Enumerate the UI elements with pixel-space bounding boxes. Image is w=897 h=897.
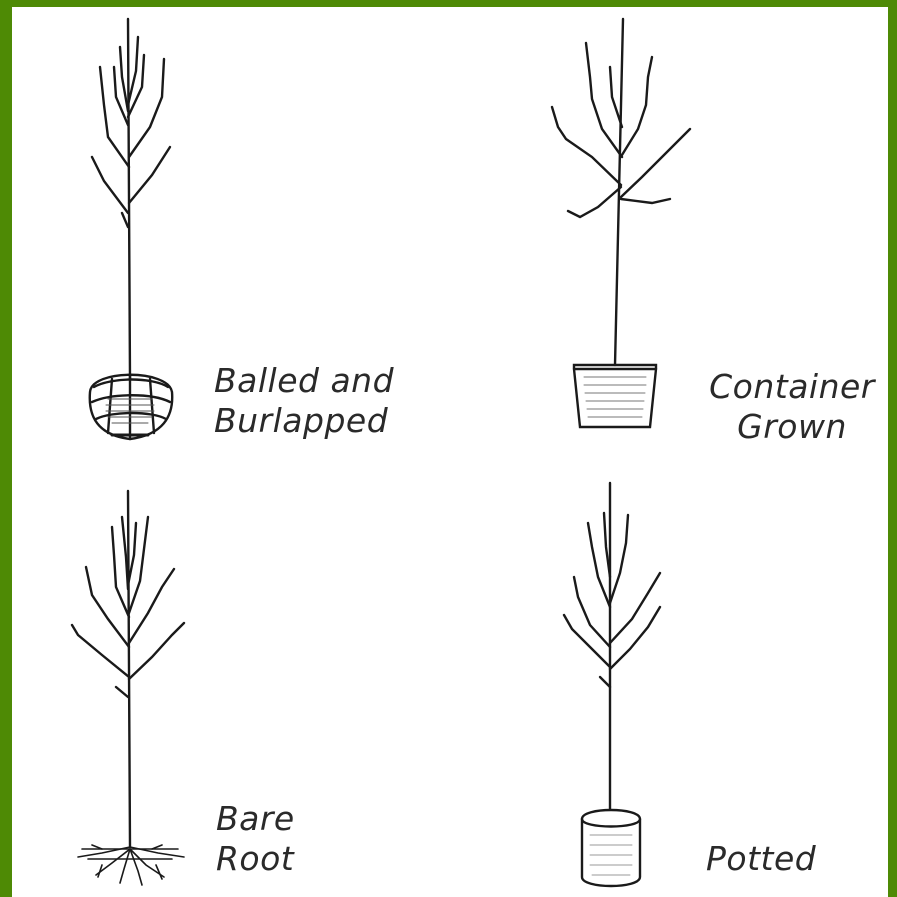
potted-label-text: Potted [706, 839, 816, 879]
bare-label-line1: Bare [216, 799, 295, 839]
bare-root-tree [72, 491, 184, 847]
burlap-root-ball [90, 375, 172, 439]
potted-tree [564, 483, 660, 809]
tree-drawings [12, 7, 888, 897]
potted-soil-stipple [590, 835, 632, 875]
bare-roots [78, 845, 184, 885]
container-label-line2: Grown [702, 407, 882, 447]
container-soil-stipple [584, 377, 646, 417]
container-pot [574, 365, 656, 427]
potted-label: Potted [706, 839, 816, 879]
diagram-panel: Balled and Burlapped Container Grown Bar… [12, 7, 888, 897]
container-grown-tree [552, 19, 690, 365]
container-grown-label: Container Grown [702, 367, 882, 447]
bare-root-label: Bare Root [216, 799, 295, 879]
balled-and-burlapped-tree [92, 19, 170, 379]
balled-and-burlapped-label: Balled and Burlapped [214, 361, 394, 441]
container-label-line1: Container [702, 367, 882, 407]
bare-label-line2: Root [216, 839, 295, 879]
balled-label-line1: Balled and [214, 361, 394, 401]
balled-label-line2: Burlapped [214, 401, 394, 441]
